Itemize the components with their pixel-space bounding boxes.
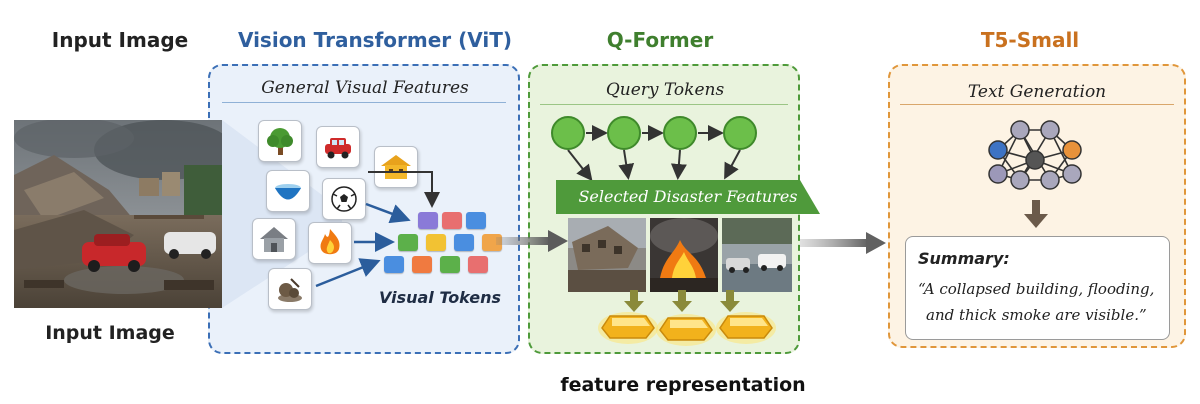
fire-photo: [650, 218, 718, 292]
t5-down-arrow: [1024, 200, 1048, 230]
t5-subtitle: Text Generation: [967, 82, 1107, 102]
neural-network-icon: [980, 118, 1090, 192]
selected-features-banner: [556, 178, 822, 216]
collapsed-building-photo: [568, 218, 646, 292]
visual-token: [412, 256, 432, 273]
soccer-ball-icon: [322, 178, 366, 220]
t5-subtitle-rule: [900, 104, 1174, 105]
visual-token: [454, 234, 474, 251]
vit-subtitle-rule: [222, 102, 506, 103]
visual-token: [426, 234, 446, 251]
visual-token: [440, 256, 460, 273]
visual-token: [442, 212, 462, 229]
feature-token-gold-1: [598, 306, 658, 344]
qformer-to-t5-arrow: [800, 230, 888, 256]
summary-heading: Summary:: [918, 249, 1010, 268]
qformer-title: Q-Former: [606, 28, 714, 52]
qformer-subtitle: Query Tokens: [605, 80, 725, 100]
vit-subtitle: General Visual Features: [261, 78, 469, 98]
query-token-graph: [528, 108, 800, 198]
vit-to-qformer-arrow: [496, 228, 570, 254]
summary-text-line2: and thick smoke are visible.”: [926, 306, 1147, 324]
fire-icon: [308, 222, 352, 264]
summary-box: [905, 236, 1170, 340]
vit-title: Vision Transformer (ViT): [237, 28, 513, 52]
debris-icon: [268, 268, 312, 310]
icon-to-token-arrows: [208, 64, 520, 354]
feature-token-arrows: [528, 290, 800, 314]
visual-tokens-label: Visual Tokens: [378, 288, 502, 307]
summary-text-line1: “A collapsed building, flooding,: [918, 280, 1155, 298]
input-image-label: Input Image: [45, 322, 175, 344]
visual-token: [384, 256, 404, 273]
t5-title: T5-Small: [980, 28, 1080, 52]
bowl-icon: [266, 170, 310, 212]
feature-representation-caption: feature representation: [560, 374, 806, 396]
visual-token: [468, 256, 488, 273]
image-projection: [222, 120, 342, 310]
flood-cars-photo: [722, 218, 792, 292]
car-icon: [316, 126, 360, 168]
selected-features-label: Selected Disaster Features: [578, 187, 798, 206]
visual-token: [418, 212, 438, 229]
qformer-subtitle-rule: [540, 104, 788, 105]
feature-token-gold-3: [716, 306, 776, 344]
input-disaster-image: [14, 118, 234, 308]
visual-token: [466, 212, 486, 229]
tree-icon: [258, 120, 302, 162]
house-gray-icon: [252, 218, 296, 260]
visual-token: [398, 234, 418, 251]
feature-token-gold-2: [656, 308, 716, 346]
input-image-title: Input Image: [51, 28, 189, 52]
